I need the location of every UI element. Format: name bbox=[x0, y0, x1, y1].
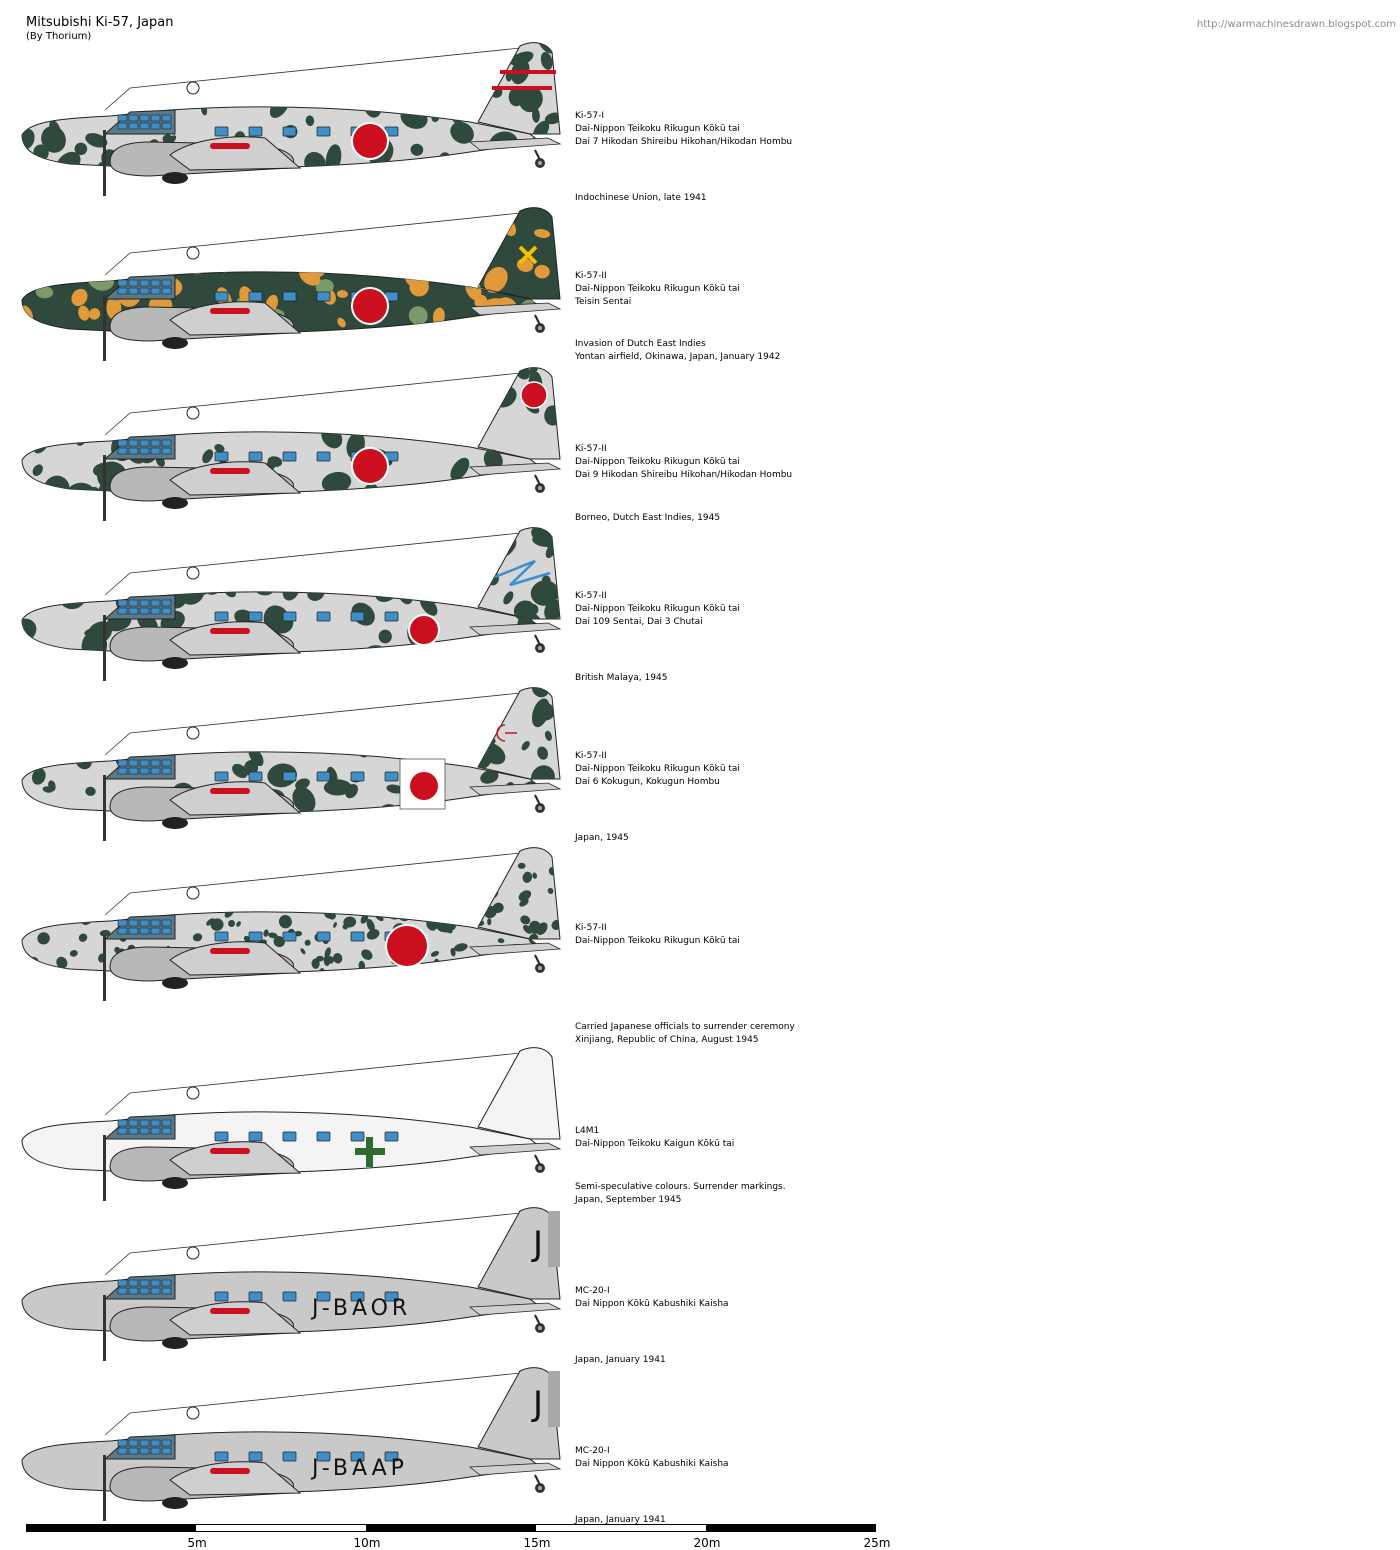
aircraft-profile bbox=[21, 847, 562, 1001]
scale-label-15m: 15m bbox=[523, 1536, 551, 1550]
scale-segment bbox=[196, 1525, 366, 1531]
aircraft-profile bbox=[21, 207, 562, 361]
scale-label-10m: 10m bbox=[353, 1536, 381, 1550]
tail-letter: J bbox=[531, 1224, 543, 1264]
aircraft-profile bbox=[21, 1047, 562, 1201]
tail-fin bbox=[477, 1207, 561, 1300]
scale-bar bbox=[26, 1524, 876, 1532]
propeller bbox=[103, 295, 106, 361]
aircraft-profile: J J-BAOR bbox=[21, 1207, 562, 1361]
aircraft-note: Carried Japanese officials to surrender … bbox=[575, 1022, 795, 1032]
propeller bbox=[103, 455, 106, 521]
propeller bbox=[103, 130, 106, 196]
propeller bbox=[103, 1295, 106, 1361]
aircraft-caption: MC-20-I Dai Nippon Kōkū Kabushiki Kaisha bbox=[575, 1286, 729, 1309]
hinomaru-roundel bbox=[351, 447, 389, 485]
aircraft-note: Japan, January 1941 bbox=[575, 1515, 666, 1525]
tail-fin bbox=[477, 1047, 561, 1140]
aircraft-note: Xinjiang, Republic of China, August 1945 bbox=[575, 1035, 759, 1045]
aircraft-note: Japan, 1945 bbox=[575, 833, 629, 843]
aircraft-caption: Ki-57-II Dai-Nippon Teikoku Rikugun Kōkū… bbox=[575, 751, 740, 787]
aircraft-caption: Ki-57-II Dai-Nippon Teikoku Rikugun Kōkū… bbox=[575, 923, 740, 946]
aircraft-profile bbox=[21, 42, 562, 196]
aircraft-caption: L4M1 Dai-Nippon Teikoku Kaigun Kōkū tai bbox=[575, 1126, 735, 1149]
aircraft-note: Indochinese Union, late 1941 bbox=[575, 193, 707, 203]
registration: J-BAAP bbox=[310, 1456, 408, 1481]
aircraft-caption: MC-20-I Dai Nippon Kōkū Kabushiki Kaisha bbox=[575, 1446, 729, 1469]
aircraft-note: Japan, January 1941 bbox=[575, 1355, 666, 1365]
propeller bbox=[103, 615, 106, 681]
hinomaru-roundel bbox=[351, 287, 389, 325]
hinomaru-roundel bbox=[385, 924, 429, 968]
propeller bbox=[103, 775, 106, 841]
aircraft-profile bbox=[21, 687, 562, 841]
scale-label-5m: 5m bbox=[187, 1536, 207, 1550]
aircraft-caption: Ki-57-II Dai-Nippon Teikoku Rikugun Kōkū… bbox=[575, 444, 793, 480]
scale-segment bbox=[536, 1525, 706, 1531]
tail-letter: J bbox=[531, 1384, 543, 1424]
aircraft-profile bbox=[21, 367, 562, 521]
source-url: http://warmachinesdrawn.blogspot.com bbox=[1196, 19, 1396, 30]
aircraft-caption: Ki-57-I Dai-Nippon Teikoku Rikugun Kōkū … bbox=[575, 111, 793, 147]
aircraft-note: Borneo, Dutch East Indies, 1945 bbox=[575, 513, 721, 523]
scale-label-25m: 25m bbox=[863, 1536, 891, 1550]
aircraft-note: Semi-speculative colours. Surrender mark… bbox=[575, 1182, 786, 1192]
hinomaru-roundel bbox=[351, 122, 389, 160]
hinomaru-roundel bbox=[408, 614, 440, 646]
aircraft-note: British Malaya, 1945 bbox=[575, 673, 668, 683]
aircraft-caption: Ki-57-II Dai-Nippon Teikoku Rikugun Kōkū… bbox=[575, 591, 740, 627]
author-credit: (By Thorium) bbox=[26, 31, 92, 42]
propeller bbox=[103, 1135, 106, 1201]
aircraft-note: Yontan airfield, Okinawa, Japan, January… bbox=[575, 352, 781, 362]
aircraft-profile bbox=[21, 527, 562, 681]
hinomaru-roundel bbox=[408, 770, 440, 802]
aircraft-note: Japan, September 1945 bbox=[575, 1195, 682, 1205]
scale-label-20m: 20m bbox=[693, 1536, 721, 1550]
aircraft-caption: Ki-57-II Dai-Nippon Teikoku Rikugun Kōkū… bbox=[575, 271, 740, 307]
page-title: Mitsubishi Ki-57, Japan bbox=[26, 15, 174, 30]
propeller bbox=[103, 1455, 106, 1521]
tail-fin bbox=[477, 1367, 561, 1460]
aircraft-note: Invasion of Dutch East Indies bbox=[575, 339, 706, 349]
tail-fin bbox=[477, 847, 561, 940]
registration: J-BAOR bbox=[310, 1296, 411, 1321]
aircraft-profile: J J-BAAP bbox=[21, 1367, 562, 1521]
propeller bbox=[103, 935, 106, 1001]
